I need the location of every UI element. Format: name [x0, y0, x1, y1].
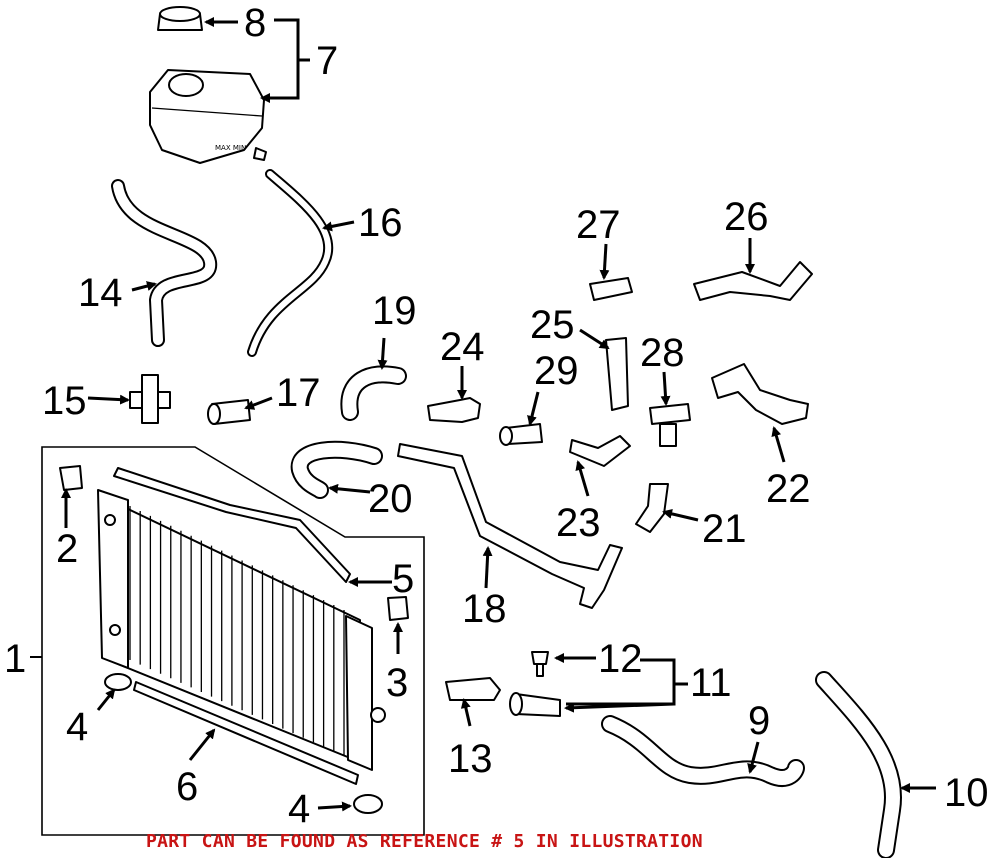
pipe-18 — [397, 443, 623, 609]
upper-mount-left — [59, 465, 83, 491]
reservoir-cap — [157, 6, 203, 31]
callout-4a: 4 — [66, 705, 88, 749]
callout-10: 10 — [944, 771, 989, 815]
callout-5: 5 — [392, 557, 414, 601]
callout-25: 25 — [530, 303, 575, 347]
leader-lines — [61, 17, 936, 812]
upper-mount-right — [387, 596, 409, 621]
callout-20: 20 — [368, 477, 413, 521]
hose-26 — [693, 261, 813, 301]
reservoir-level-mark: MAX MIN — [215, 144, 246, 152]
radiator-group-outline — [41, 446, 425, 836]
callout-28: 28 — [640, 331, 685, 375]
hose-23 — [569, 435, 631, 467]
callout-numbers: 1 2 3 4 4 5 6 7 8 9 10 11 12 13 14 15 16… — [4, 1, 989, 831]
coolant-reservoir: MAX MIN — [149, 69, 267, 164]
callout-3: 3 — [386, 661, 408, 705]
callout-24: 24 — [440, 325, 485, 369]
hose-25 — [605, 337, 629, 411]
fitting-29 — [499, 423, 543, 446]
lower-seal-strip — [133, 681, 359, 785]
hose-14-inner — [113, 181, 216, 345]
fitting-28 — [649, 403, 691, 447]
callout-1: 1 — [4, 637, 26, 681]
callout-7: 7 — [316, 39, 338, 83]
upper-seal-strip — [113, 467, 351, 583]
callout-27: 27 — [576, 203, 621, 247]
hose-22 — [711, 363, 809, 425]
callout-6: 6 — [176, 765, 198, 809]
callout-26: 26 — [724, 195, 769, 239]
hose-20-inner — [292, 442, 381, 497]
flange-11 — [509, 692, 561, 717]
callout-29: 29 — [534, 349, 579, 393]
hose-24 — [427, 397, 481, 423]
callout-17: 17 — [276, 371, 321, 415]
callout-12: 12 — [598, 637, 643, 681]
callout-23: 23 — [556, 501, 601, 545]
callout-18: 18 — [462, 587, 507, 631]
footer-note: PART CAN BE FOUND AS REFERENCE # 5 IN IL… — [146, 831, 703, 852]
callout-2: 2 — [56, 527, 78, 571]
callout-8: 8 — [244, 1, 266, 45]
callout-21: 21 — [702, 507, 747, 551]
hose-27 — [589, 277, 633, 301]
hose-10-inner — [817, 673, 901, 857]
hose-21 — [635, 483, 669, 533]
callout-11: 11 — [690, 661, 732, 705]
hose-16-inner — [249, 171, 332, 355]
hose-13 — [445, 677, 501, 701]
lower-mount-left — [104, 673, 132, 691]
callout-16: 16 — [358, 201, 403, 245]
callout-4b: 4 — [288, 787, 310, 831]
callout-19: 19 — [372, 289, 417, 333]
lower-mount-right — [353, 794, 383, 814]
radiator — [97, 489, 386, 771]
callout-9: 9 — [748, 699, 770, 743]
callout-13: 13 — [448, 737, 493, 781]
hose-19-inner — [342, 367, 405, 419]
hose-9-inner — [603, 717, 803, 785]
bolt-12 — [531, 651, 549, 677]
callout-22: 22 — [766, 467, 811, 511]
connector-17 — [207, 399, 251, 425]
connector-15 — [129, 374, 171, 424]
callout-15: 15 — [42, 379, 87, 423]
callout-14: 14 — [78, 271, 123, 315]
